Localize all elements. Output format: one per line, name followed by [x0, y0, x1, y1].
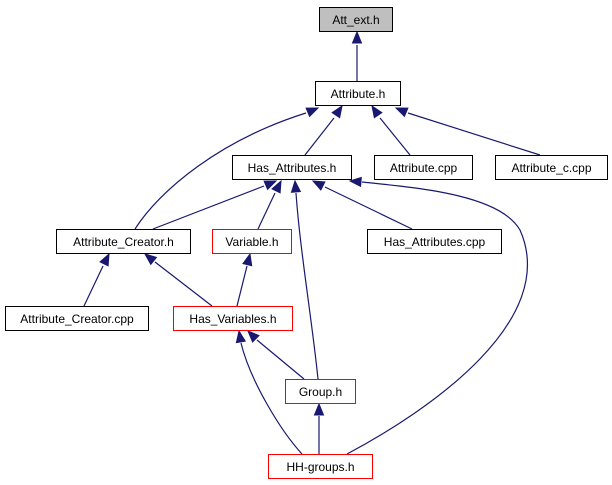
edge-line	[324, 186, 413, 230]
node-attribute-h[interactable]: Attribute.h	[315, 81, 401, 106]
edge-attribute-cpp-to-attribute-h	[371, 104, 411, 156]
node-label: Has_Attributes.cpp	[384, 235, 486, 249]
edge-hh-groups-h-to-has-attributes-h	[346, 176, 528, 455]
edge-line	[257, 192, 276, 230]
node-box	[173, 306, 293, 331]
arrowhead-icon	[263, 180, 278, 191]
edge-has-attributes-cpp-to-has-attributes-h	[311, 180, 413, 230]
edge-has-variables-h-to-variable-h	[236, 252, 253, 307]
node-group-h[interactable]: Group.h	[285, 379, 356, 404]
edge-group-h-to-has-attributes-h	[290, 179, 319, 380]
node-label: Att_ext.h	[332, 13, 379, 27]
node-box	[268, 454, 373, 479]
node-variable-h[interactable]: Variable.h	[212, 229, 292, 254]
node-label: Variable.h	[225, 235, 278, 249]
node-has-attributes-h[interactable]: Has_Attributes.h	[232, 155, 352, 180]
arrowhead-icon	[271, 179, 282, 194]
node-attribute-creator-h[interactable]: Attribute_Creator.h	[56, 229, 191, 254]
arrowhead-icon	[351, 30, 363, 44]
node-box	[374, 155, 473, 180]
arrowhead-icon	[313, 402, 325, 416]
node-hh-groups-h[interactable]: HH-groups.h	[268, 454, 373, 479]
node-box	[495, 155, 608, 180]
node-label: Attribute.h	[331, 87, 386, 101]
arrowhead-icon	[290, 179, 302, 193]
arrowhead-icon	[394, 107, 409, 118]
edge-has-attributes-h-to-attribute-h	[304, 104, 343, 156]
node-box	[232, 155, 352, 180]
arrowhead-icon	[247, 330, 260, 343]
node-attribute-c-cpp[interactable]: Attribute_c.cpp	[495, 155, 608, 180]
node-label: Group.h	[299, 385, 342, 399]
node-has-attributes-cpp[interactable]: Has_Attributes.cpp	[367, 229, 502, 254]
edge-line	[295, 192, 319, 380]
arrowhead-icon	[311, 180, 326, 191]
edge-attribute-c-cpp-to-attribute-h	[394, 107, 541, 156]
node-label: Has_Attributes.h	[248, 161, 337, 175]
arrowhead-icon	[371, 104, 383, 119]
node-box	[56, 229, 191, 254]
arrowhead-icon	[305, 107, 320, 118]
edges-layer	[83, 30, 541, 455]
edge-variable-h-to-has-attributes-h	[257, 179, 282, 230]
edge-line	[256, 339, 305, 380]
arrowhead-icon	[143, 253, 158, 266]
edge-line	[83, 265, 104, 307]
edge-attribute-creator-h-to-attribute-h	[134, 107, 320, 230]
node-box	[212, 229, 292, 254]
node-attribute-creator-cpp[interactable]: Attribute_Creator.cpp	[5, 306, 149, 331]
node-label: Attribute_Creator.h	[73, 235, 174, 249]
edge-hh-groups-h-to-has-variables-h	[235, 329, 303, 455]
node-label: Has_Variables.h	[189, 312, 276, 326]
node-box	[5, 306, 149, 331]
node-attribute-cpp[interactable]: Attribute.cpp	[374, 155, 473, 180]
node-label: Attribute_Creator.cpp	[20, 312, 134, 326]
arrowhead-icon	[331, 104, 343, 119]
node-box	[285, 379, 356, 404]
edge-line	[240, 342, 303, 455]
arrowhead-icon	[348, 176, 362, 188]
edge-line	[379, 117, 411, 156]
edge-hh-groups-h-to-group-h	[313, 402, 325, 454]
node-box	[367, 229, 502, 254]
node-label: HH-groups.h	[286, 460, 354, 474]
node-label: Attribute.cpp	[390, 161, 458, 175]
edge-line	[346, 181, 528, 455]
arrowhead-icon	[235, 329, 247, 344]
edge-attribute-creator-cpp-to-attribute-creator-h	[83, 252, 110, 307]
arrowhead-icon	[242, 252, 253, 267]
edge-has-variables-h-to-attribute-creator-h	[143, 253, 213, 307]
node-has-variables-h[interactable]: Has_Variables.h	[173, 306, 293, 331]
edge-attribute-creator-h-to-has-attributes-h	[152, 180, 278, 230]
edge-line	[134, 112, 307, 230]
edge-line	[304, 117, 335, 156]
edge-line	[236, 265, 248, 307]
node-att-ext-h: Att_ext.h	[319, 7, 393, 32]
node-box	[315, 81, 401, 106]
edge-group-h-to-has-variables-h	[247, 330, 305, 380]
node-label: Attribute_c.cpp	[511, 161, 591, 175]
edge-attribute-h-to-att-ext-h	[351, 30, 363, 81]
arrowhead-icon	[99, 252, 110, 267]
edge-line	[407, 112, 541, 156]
node-box	[319, 7, 393, 32]
edge-line	[152, 185, 265, 230]
edge-line	[154, 261, 213, 307]
